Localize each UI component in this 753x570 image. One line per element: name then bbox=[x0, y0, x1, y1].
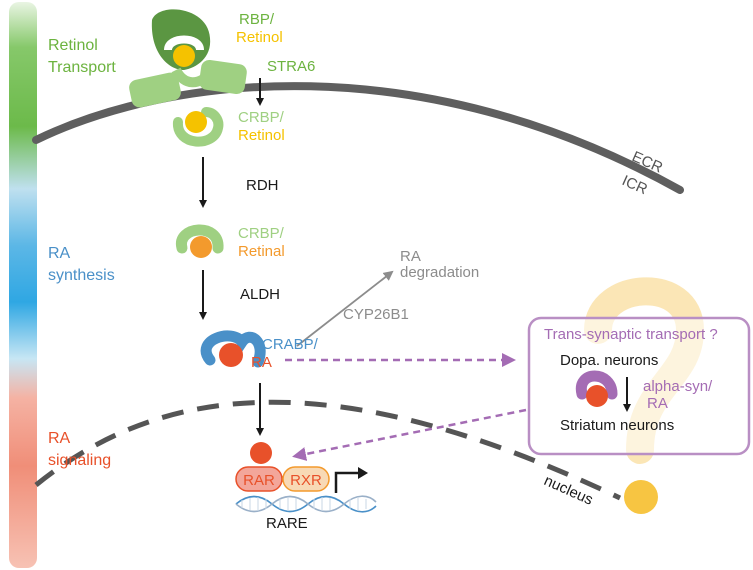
retinol-molecule bbox=[173, 45, 195, 67]
cyp26b1-label: CYP26B1 bbox=[343, 306, 409, 323]
crbp-retinal-label-1: CRBP/ bbox=[238, 225, 285, 242]
stra6-receptor bbox=[129, 59, 247, 108]
crbp-retinal-label-2: Retinal bbox=[238, 243, 285, 260]
alpha-syn-ra-label: RA bbox=[647, 395, 668, 412]
degradation-arrow bbox=[296, 270, 394, 347]
aldh-label: ALDH bbox=[240, 286, 280, 303]
return-to-nucleus-arrow bbox=[292, 408, 527, 461]
crabp-ra-complex bbox=[200, 330, 266, 368]
transcription-arrow-icon bbox=[334, 471, 360, 493]
rbp-label: RBP/ bbox=[239, 11, 275, 28]
section-retinol-transport: Retinol Transport bbox=[48, 37, 116, 76]
transcription-arrowhead bbox=[358, 467, 368, 479]
rar-label: RAR bbox=[243, 472, 275, 489]
crbp-retinol-label-2: Retinol bbox=[238, 127, 285, 144]
rbp-retinol-complex bbox=[151, 9, 211, 70]
nuclear-ra-molecule bbox=[250, 442, 272, 464]
crabp-ra-label: RA bbox=[251, 354, 272, 371]
trans-synaptic-title: Trans-synaptic transport ? bbox=[544, 326, 718, 343]
rxr-receptor: RXR bbox=[282, 466, 330, 492]
alpha-syn-ra-complex bbox=[575, 370, 618, 407]
ra-molecule bbox=[219, 343, 243, 367]
trans-synaptic-box bbox=[527, 316, 751, 456]
section-gradient-bar bbox=[9, 2, 37, 568]
dopa-neurons-label: Dopa. neurons bbox=[560, 352, 658, 369]
alpha-syn-label: alpha-syn/ bbox=[643, 378, 713, 395]
rdh-label: RDH bbox=[246, 177, 279, 194]
nucleus-label: nucleus bbox=[541, 472, 595, 509]
crbp-retinol-complex bbox=[173, 107, 224, 147]
striatum-neurons-label: Striatum neurons bbox=[560, 417, 674, 434]
ra-degradation-label: RA degradation bbox=[400, 248, 479, 281]
cell-membrane bbox=[32, 82, 684, 194]
question-mark-dot bbox=[624, 480, 658, 514]
rare-label: RARE bbox=[266, 515, 308, 532]
crbp-retinal-complex bbox=[176, 224, 224, 258]
ra-molecule bbox=[586, 385, 608, 407]
section-ra-synthesis: RA synthesis bbox=[48, 245, 115, 284]
crbp-retinol-label-1: CRBP/ bbox=[238, 109, 285, 126]
rar-receptor: RAR bbox=[235, 466, 283, 492]
rxr-label: RXR bbox=[290, 472, 322, 489]
retinal-molecule bbox=[190, 236, 212, 258]
crabp-label: CRABP/ bbox=[262, 336, 319, 353]
retinol-molecule bbox=[185, 111, 207, 133]
dna-helix-icon bbox=[235, 495, 377, 513]
stra6-label: STRA6 bbox=[267, 58, 315, 75]
rbp-retinol-label: Retinol bbox=[236, 29, 283, 46]
section-ra-signaling: RA signaling bbox=[48, 430, 111, 469]
